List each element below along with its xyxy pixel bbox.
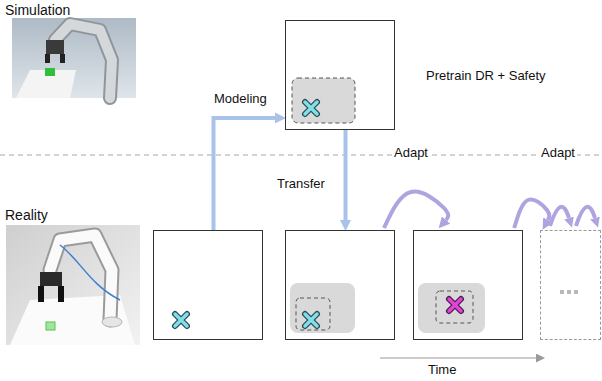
gripper xyxy=(60,54,65,63)
parameter-region xyxy=(296,298,330,330)
cube xyxy=(46,322,55,330)
cross-mark xyxy=(449,299,461,311)
parameter-region xyxy=(436,291,473,323)
gripper xyxy=(38,286,44,302)
state-box xyxy=(540,230,601,340)
safe-region xyxy=(290,283,355,333)
simulation-render xyxy=(12,18,136,98)
cube xyxy=(45,68,55,76)
edge-label: Adapt xyxy=(539,146,577,161)
edge-label: Transfer xyxy=(275,177,327,192)
adapt-arc xyxy=(550,207,569,226)
edge-label: Modeling xyxy=(212,92,269,107)
render-background xyxy=(12,18,136,98)
state-box: Pretrain DR + Safety xyxy=(285,20,395,130)
flow-arrow xyxy=(214,118,276,230)
cross-mark xyxy=(305,102,317,114)
safe-region xyxy=(418,283,485,333)
gripper xyxy=(46,40,64,54)
parameter-region xyxy=(292,78,355,123)
robot-arm xyxy=(55,24,112,98)
edge-label: Adapt xyxy=(392,146,430,161)
cable xyxy=(60,245,120,300)
robot-arm xyxy=(55,24,112,98)
flow-arrow xyxy=(344,130,348,220)
gripper xyxy=(45,54,50,63)
state-box xyxy=(413,230,523,340)
reality-photo xyxy=(6,225,140,345)
photo-background xyxy=(6,225,140,345)
adapt-arc xyxy=(576,207,595,226)
state-box xyxy=(153,230,263,340)
caption-label: Reality xyxy=(5,207,48,223)
robot-base xyxy=(102,317,122,327)
flow-arrow xyxy=(384,192,448,228)
divider-line xyxy=(0,154,602,155)
cross-mark xyxy=(305,314,317,326)
caption-label: Time xyxy=(428,363,456,378)
gripper xyxy=(58,286,64,302)
flow-arrow xyxy=(514,199,549,228)
ellipsis-dots xyxy=(560,290,578,294)
state-box xyxy=(285,230,395,340)
box-heading: Pretrain DR + Safety xyxy=(426,69,546,84)
time-axis xyxy=(380,357,536,358)
cross-mark xyxy=(175,314,187,326)
caption-label: Simulation xyxy=(5,2,70,18)
gripper xyxy=(40,272,62,286)
